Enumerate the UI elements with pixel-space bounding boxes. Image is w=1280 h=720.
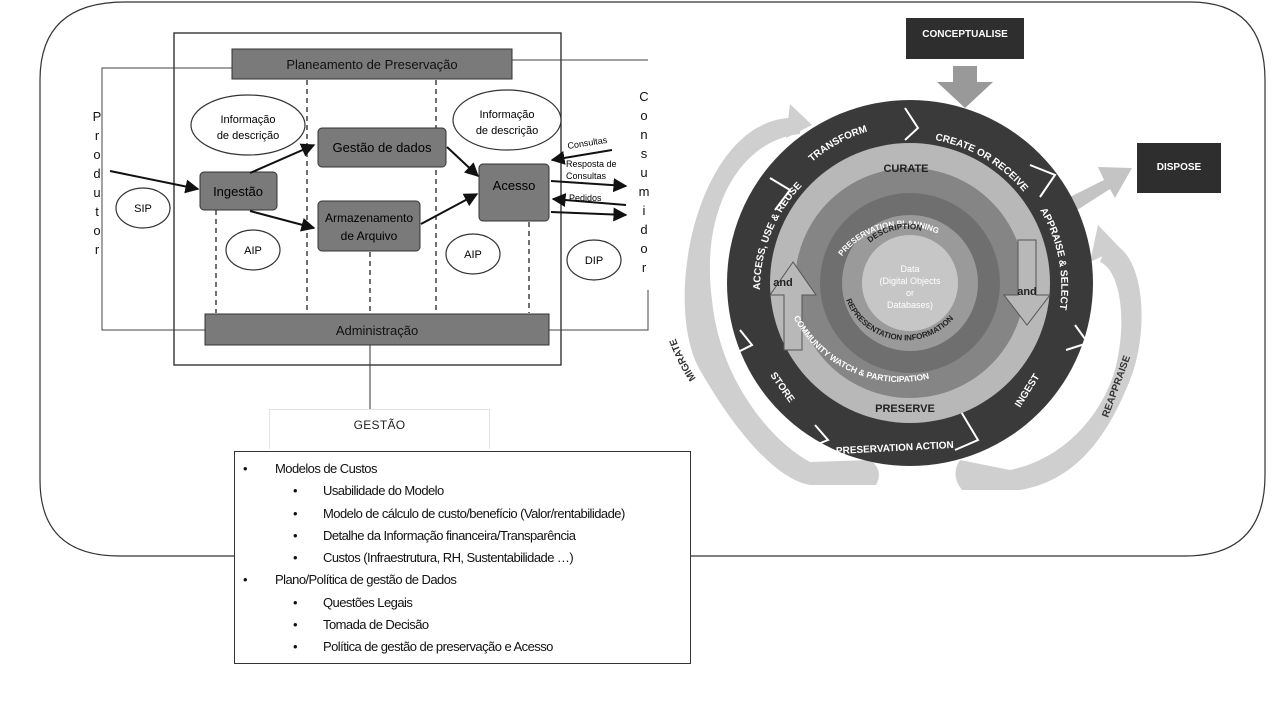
migrate-arrowhead bbox=[786, 104, 812, 138]
sip-label: SIP bbox=[134, 203, 152, 215]
sip-ellipse bbox=[115, 187, 171, 229]
conceptualise-arrow bbox=[937, 66, 993, 108]
and-left-label: and bbox=[773, 277, 793, 289]
dashed-links bbox=[215, 80, 530, 313]
gestao-box: GESTÃO bbox=[269, 409, 490, 449]
info-desc-right-line1: Informação bbox=[479, 109, 534, 121]
planning-label: Planeamento de Preservação bbox=[286, 57, 457, 72]
svg-text:t: t bbox=[95, 204, 99, 219]
conceptualise-box bbox=[906, 18, 1024, 59]
ingest-label: Ingestão bbox=[213, 184, 263, 199]
data-mgmt-label: Gestão de dados bbox=[332, 140, 432, 155]
svg-text:u: u bbox=[93, 185, 100, 200]
bullet-item: •Detalhe da Informação financeira/Transp… bbox=[293, 527, 576, 543]
svg-text:o: o bbox=[640, 108, 647, 123]
and-right-arrow bbox=[1002, 239, 1052, 326]
storage-label-line2: de Arquivo bbox=[341, 229, 398, 243]
data-center-label: Data (Digital Objects or Databases) bbox=[879, 264, 941, 310]
query-response-line2: Consultas bbox=[566, 171, 607, 181]
svg-text:o: o bbox=[640, 241, 647, 256]
access-label: Acesso bbox=[493, 178, 536, 193]
data-center bbox=[862, 235, 958, 331]
info-desc-left-ellipse bbox=[190, 94, 306, 156]
svg-text:r: r bbox=[95, 242, 100, 257]
oais-model: Planeamento de Preservação Administração… bbox=[93, 32, 650, 409]
svg-text:o: o bbox=[93, 147, 100, 162]
svg-text:d: d bbox=[93, 166, 100, 181]
svg-text:m: m bbox=[639, 184, 650, 199]
consumer-label: C o n s u m i d o r bbox=[639, 89, 650, 275]
orders-label: Pedidos bbox=[569, 193, 602, 203]
dispose-box bbox=[1137, 143, 1221, 193]
reappraise-arrowhead bbox=[1090, 225, 1120, 262]
preserve-label: PRESERVE bbox=[875, 403, 935, 415]
producer-bracket bbox=[101, 67, 232, 331]
svg-text:u: u bbox=[640, 165, 647, 180]
svg-text:Data: Data bbox=[900, 264, 919, 274]
bullet-item: •Plano/Política de gestão de Dados bbox=[243, 572, 457, 588]
bullet-item: •Custos (Infraestrutura, RH, Sustentabil… bbox=[293, 550, 574, 566]
svg-text:n: n bbox=[640, 127, 647, 142]
reappraise-arrow bbox=[955, 242, 1142, 490]
access-box bbox=[478, 163, 550, 222]
info-desc-right-ellipse bbox=[452, 89, 562, 151]
gestao-label: GESTÃO bbox=[353, 418, 406, 432]
and-right-label: and bbox=[1017, 286, 1037, 298]
query-response-line1: Resposta de bbox=[566, 159, 617, 169]
producer-label: P r o d u t o r bbox=[93, 109, 102, 257]
admin-bar bbox=[204, 313, 550, 346]
svg-text:o: o bbox=[93, 223, 100, 238]
planning-bar bbox=[231, 48, 513, 80]
svg-text:d: d bbox=[640, 222, 647, 237]
bullet-item: •Tomada de Decisão bbox=[293, 617, 429, 633]
outer-container bbox=[39, 1, 1266, 557]
svg-text:C: C bbox=[639, 89, 648, 104]
bullet-item: •Política de gestão de preservação e Ace… bbox=[293, 639, 553, 655]
info-desc-left-line2: de descrição bbox=[217, 130, 279, 142]
migrate-arrow bbox=[684, 117, 879, 486]
dispose-arrow bbox=[1068, 167, 1132, 212]
data-mgmt-box bbox=[317, 127, 447, 168]
aip-left-ellipse bbox=[225, 229, 281, 271]
svg-text:s: s bbox=[641, 146, 648, 161]
oais-flow-arrows bbox=[109, 143, 628, 232]
and-left-arrow bbox=[769, 261, 817, 351]
aip-right-label: AIP bbox=[464, 249, 482, 261]
svg-text:r: r bbox=[95, 128, 100, 143]
svg-text:P: P bbox=[93, 109, 102, 124]
admin-label: Administração bbox=[336, 323, 418, 338]
consumer-bracket-bottom bbox=[549, 290, 649, 331]
queries-label: Consultas bbox=[567, 135, 609, 151]
conceptualise-label: CONCEPTUALISE bbox=[922, 29, 1008, 40]
bullet-item: •Usabilidade do Modelo bbox=[293, 483, 444, 499]
svg-text:(Digital Objects: (Digital Objects bbox=[879, 276, 941, 286]
info-desc-right-line2: de descrição bbox=[476, 125, 538, 137]
storage-label-line1: Armazenamento bbox=[325, 211, 413, 225]
svg-text:i: i bbox=[643, 203, 646, 218]
dispose-label: DISPOSE bbox=[1157, 162, 1202, 173]
curate-label: CURATE bbox=[883, 163, 928, 175]
aip-left-label: AIP bbox=[244, 245, 262, 257]
bullet-item: •Modelo de cálculo de custo/benefício (V… bbox=[293, 505, 625, 521]
management-bullet-list: •Modelos de Custos •Usabilidade do Model… bbox=[234, 451, 691, 664]
svg-text:Databases): Databases) bbox=[887, 300, 933, 310]
aip-right-ellipse bbox=[445, 233, 501, 275]
ingest-box bbox=[199, 171, 278, 211]
dip-label: DIP bbox=[585, 255, 603, 267]
dcc-lifecycle: CONCEPTUALISE DISPOSE MIGRATE REAPPRAISE bbox=[668, 18, 1221, 490]
bullet-item: •Questões Legais bbox=[293, 594, 413, 610]
bullet-item: •Modelos de Custos bbox=[243, 461, 377, 476]
dip-ellipse bbox=[566, 239, 622, 281]
info-desc-left-line1: Informação bbox=[220, 114, 275, 126]
svg-text:or: or bbox=[906, 288, 914, 298]
svg-text:r: r bbox=[642, 260, 647, 275]
storage-box bbox=[317, 200, 421, 252]
ring-segment-dividers bbox=[731, 107, 1090, 451]
